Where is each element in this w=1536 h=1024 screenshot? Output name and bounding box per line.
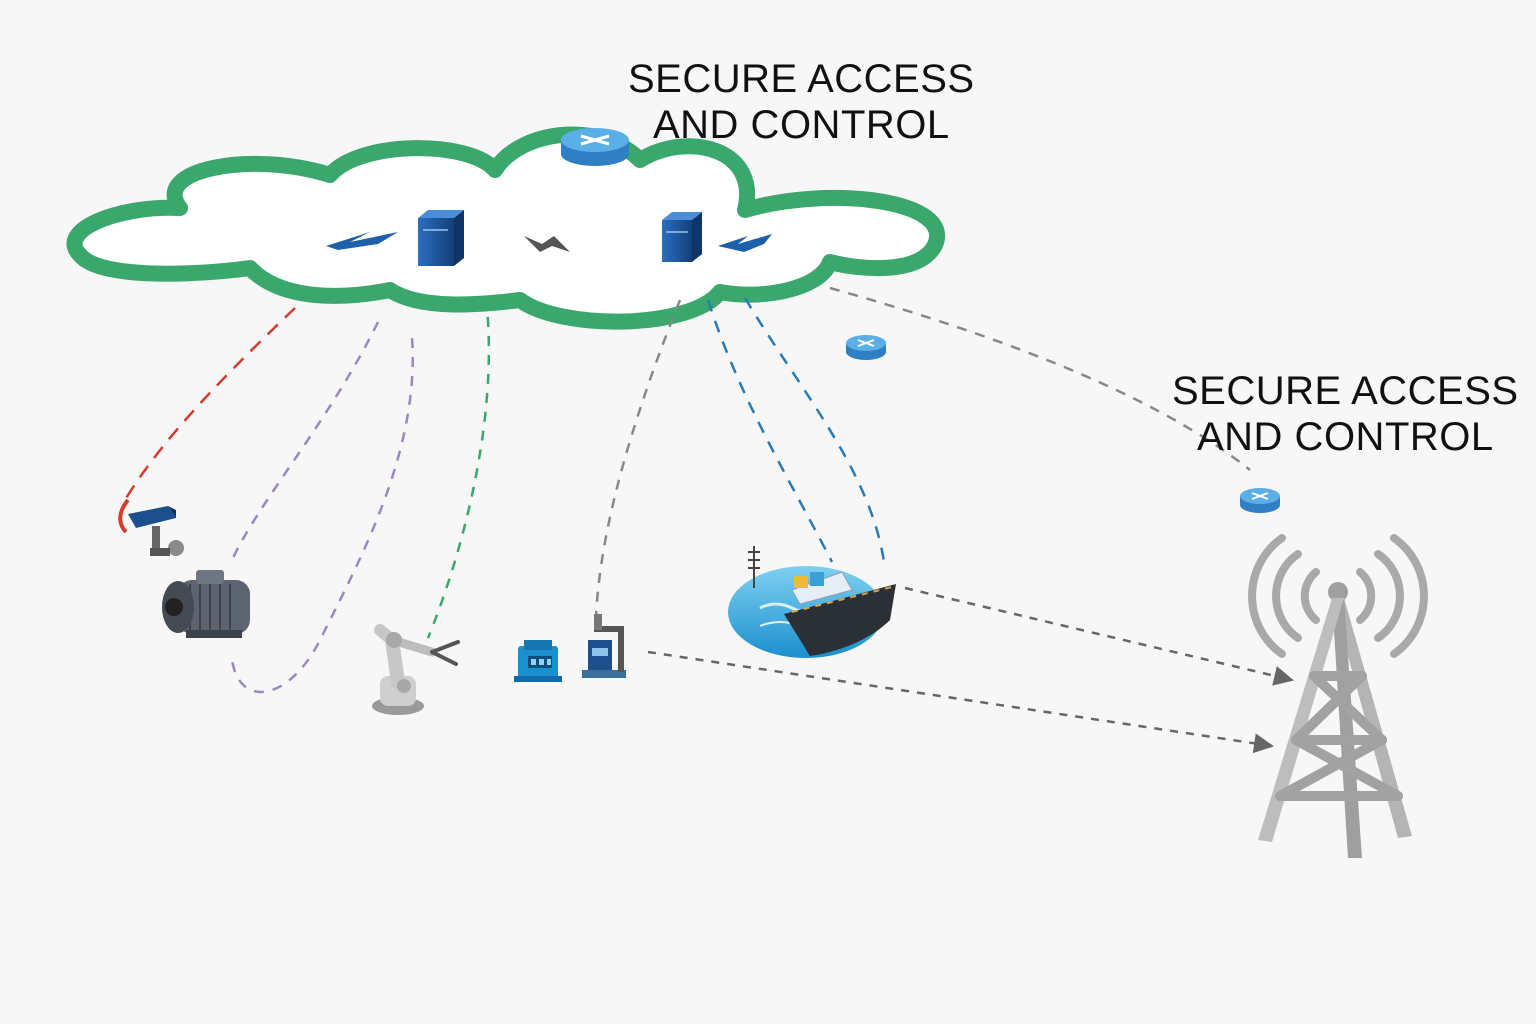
- cell-tower-icon: [1248, 534, 1428, 858]
- tower-access-label-line1: SECURE ACCESS: [1172, 369, 1519, 413]
- sensor-device-icon: [582, 614, 626, 678]
- security-camera-icon: [118, 498, 184, 556]
- tower-access-label-line2: AND CONTROL: [1196, 415, 1494, 459]
- electric-motor-icon: [162, 570, 250, 638]
- cloud-access-label-line2: AND CONTROL: [652, 103, 950, 147]
- link-sensor: [594, 299, 682, 619]
- router-icon: [561, 128, 629, 166]
- connection-links: [120, 286, 1294, 754]
- cloud-access-label: SECURE ACCESS AND CONTROL: [628, 56, 975, 148]
- router-icon: [846, 335, 886, 360]
- link-motor-loop: [230, 337, 414, 694]
- link-tower-top: [829, 286, 1251, 471]
- plc-controller-icon: [514, 640, 562, 682]
- link-camera: [120, 307, 296, 506]
- cloud-network: [66, 126, 946, 330]
- router-icon: [1240, 488, 1280, 513]
- link-ship-tower: [904, 586, 1294, 686]
- server-icon: [662, 212, 702, 262]
- link-ship-b: [743, 297, 886, 563]
- wireless-link-icon: [524, 236, 570, 252]
- wireless-link-icon: [326, 232, 398, 250]
- tower-access-label: SECURE ACCESS AND CONTROL: [1172, 368, 1519, 460]
- link-robot: [426, 297, 491, 639]
- cloud-access-label-line1: SECURE ACCESS: [628, 57, 975, 101]
- link-motor: [230, 321, 380, 561]
- wireless-link-icon: [718, 234, 772, 252]
- robot-arm-icon: [372, 624, 460, 715]
- link-sensor-tower: [647, 650, 1274, 754]
- cargo-ship-icon: [728, 546, 897, 658]
- server-icon: [418, 210, 464, 266]
